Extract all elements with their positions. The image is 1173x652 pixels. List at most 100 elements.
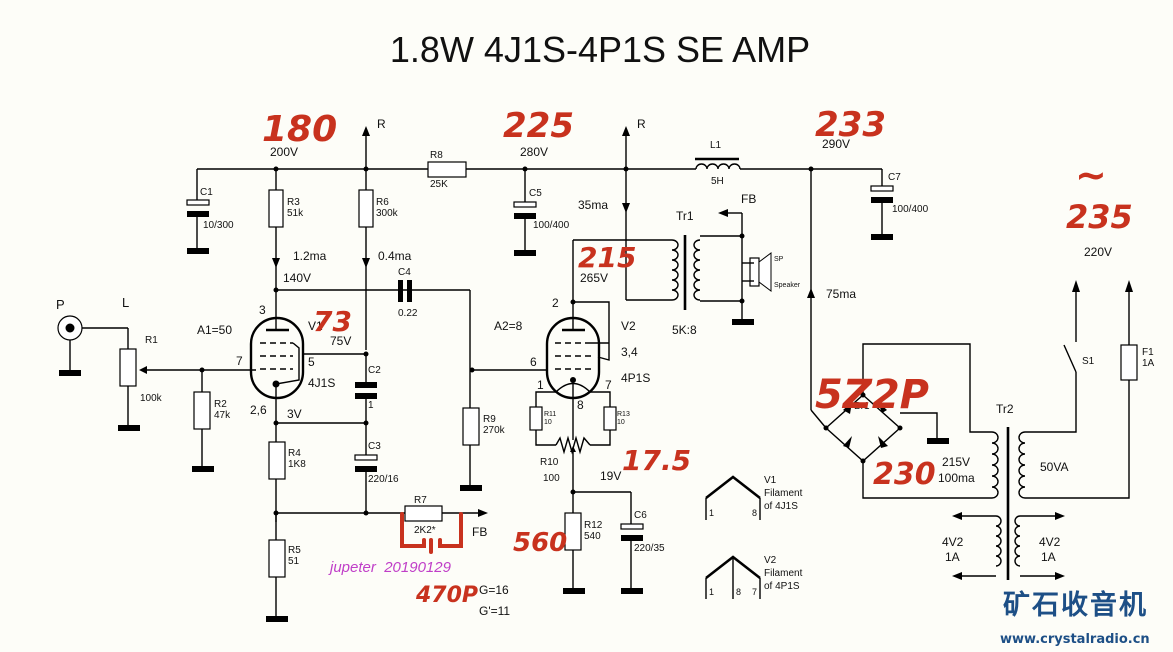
- svg-text:47k: 47k: [214, 410, 231, 421]
- resistor-r7: R7 2K2* FB: [404, 495, 488, 539]
- svg-text:C1: C1: [200, 187, 213, 198]
- svg-text:1: 1: [709, 587, 714, 597]
- svg-text:4P1S: 4P1S: [621, 371, 650, 385]
- svg-text:4V2: 4V2: [942, 535, 964, 549]
- svg-text:R: R: [377, 117, 386, 131]
- resistor-r8: R8 25K: [427, 150, 467, 190]
- svg-text:R1: R1: [145, 335, 158, 346]
- annotation-560: 560: [513, 528, 567, 558]
- capacitor-c7: C7 100/400: [870, 169, 929, 240]
- svg-text:1A: 1A: [1041, 550, 1056, 564]
- svg-text:R9: R9: [483, 414, 496, 425]
- svg-text:25K: 25K: [430, 179, 448, 190]
- svg-text:Speaker: Speaker: [774, 282, 801, 289]
- annotation-73: 73: [313, 305, 352, 338]
- svg-text:F1: F1: [1142, 347, 1154, 358]
- svg-text:C2: C2: [368, 365, 381, 376]
- svg-text:V2: V2: [621, 319, 636, 333]
- svg-text:2K2*: 2K2*: [414, 525, 436, 536]
- capacitor-c6: C6 220/35: [573, 491, 665, 594]
- tr2-sec-current: 100ma: [938, 471, 975, 485]
- power-switch-s1[interactable]: S1: [1063, 280, 1095, 373]
- output-transformer-tr1: Tr1 5K:8: [573, 209, 742, 337]
- watermark-url: www.crystalradio.cn: [1000, 632, 1150, 647]
- fuse-f1: F1 1A: [1120, 280, 1155, 381]
- annotation-180: 180: [262, 109, 337, 150]
- gain-a1: A1=50: [197, 323, 232, 337]
- svg-text:C3: C3: [368, 441, 381, 452]
- capacitor-c4: C4 0.22: [398, 267, 418, 319]
- svg-text:C5: C5: [529, 188, 542, 199]
- svg-text:R8: R8: [430, 150, 443, 161]
- svg-text:Filament: Filament: [764, 488, 803, 499]
- svg-text:7: 7: [236, 354, 243, 368]
- annotation-233: 233: [815, 105, 886, 145]
- voltage-280: 280V: [520, 145, 548, 159]
- svg-text:C7: C7: [888, 172, 901, 183]
- annotation-235: 235: [1066, 198, 1133, 236]
- voltage-140: 140V: [283, 271, 311, 285]
- svg-text:SP: SP: [774, 256, 784, 263]
- svg-text:L: L: [122, 295, 129, 310]
- resistor-r12: R12 540: [563, 492, 603, 594]
- svg-text:R12: R12: [584, 520, 603, 531]
- svg-text:1: 1: [368, 400, 374, 411]
- fb-label: FB: [741, 192, 756, 206]
- svg-text:4V2: 4V2: [1039, 535, 1061, 549]
- svg-text:of 4J1S: of 4J1S: [764, 501, 798, 512]
- svg-text:C6: C6: [634, 510, 647, 521]
- svg-text:Tr2: Tr2: [996, 402, 1014, 416]
- svg-text:V1: V1: [308, 319, 323, 333]
- gain-feedback: G'=11: [479, 604, 510, 618]
- svg-text:R11: R11: [544, 411, 556, 418]
- svg-text:0.22: 0.22: [398, 308, 418, 319]
- svg-text:10: 10: [544, 419, 552, 426]
- svg-text:R13: R13: [617, 411, 630, 418]
- resistor-r10-value: 100: [543, 473, 560, 484]
- svg-text:R5: R5: [288, 545, 301, 556]
- svg-text:of 4P1S: of 4P1S: [764, 581, 800, 592]
- svg-text:5K:8: 5K:8: [672, 323, 697, 337]
- svg-text:R2: R2: [214, 399, 227, 410]
- annotation-5z2p: 5Z2P: [815, 372, 929, 418]
- annotation-17-5: 17.5: [622, 444, 691, 477]
- voltage-290: 290V: [822, 137, 850, 151]
- svg-text:R4: R4: [288, 448, 301, 459]
- svg-text:10/300: 10/300: [203, 220, 234, 231]
- svg-text:R3: R3: [287, 197, 300, 208]
- svg-text:100/400: 100/400: [533, 220, 570, 231]
- svg-text:75ma: 75ma: [826, 287, 856, 301]
- svg-text:Filament: Filament: [764, 568, 803, 579]
- svg-text:1A: 1A: [945, 550, 960, 564]
- svg-text:1A: 1A: [1142, 358, 1155, 369]
- svg-text:3,4: 3,4: [621, 345, 638, 359]
- svg-text:300k: 300k: [376, 208, 399, 219]
- input-jack[interactable]: P L: [56, 295, 129, 376]
- svg-text:7: 7: [605, 378, 612, 392]
- resistor-r4: R4 1K8: [268, 441, 306, 480]
- annotation-cap-sketch-left: [400, 512, 426, 548]
- resistor-r6: R6 300k 0.4ma: [358, 169, 412, 350]
- svg-text:FB: FB: [472, 525, 487, 539]
- svg-text:5H: 5H: [711, 176, 724, 187]
- tr2-rating: 50VA: [1040, 460, 1068, 474]
- svg-text:8: 8: [577, 398, 584, 412]
- svg-text:V1: V1: [764, 475, 777, 486]
- capacitor-c2: C2 1: [355, 354, 381, 455]
- annotation-215: 215: [578, 241, 636, 274]
- annotation-mains-symbol: ~: [1075, 153, 1107, 197]
- svg-text:L1: L1: [710, 140, 722, 151]
- rail-arrow-2: R: [622, 117, 646, 169]
- annotation-470p: 470P: [415, 583, 478, 608]
- svg-text:P: P: [56, 297, 65, 312]
- svg-text:R7: R7: [414, 495, 427, 506]
- capacitor-c3: C3 220/16: [354, 441, 399, 513]
- resistor-r11: R11 10: [529, 406, 556, 431]
- svg-text:4J1S: 4J1S: [308, 376, 335, 390]
- svg-text:C4: C4: [398, 267, 411, 278]
- branch-75ma: 75ma: [807, 169, 856, 410]
- resistor-r3: R3 51k 1.2ma 140V: [268, 169, 327, 290]
- voltage-200: 200V: [270, 145, 298, 159]
- svg-text:7: 7: [752, 587, 757, 597]
- signature: jupeter 20190129: [328, 559, 452, 576]
